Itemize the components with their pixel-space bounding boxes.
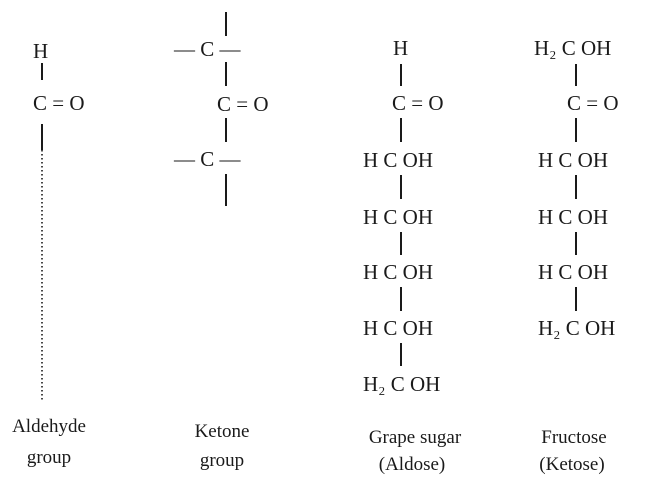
fructose-top: H₂ C OH bbox=[534, 36, 611, 60]
ketone-caption-line2: group bbox=[200, 450, 244, 471]
fructose-row-2: H C OH bbox=[538, 205, 608, 229]
grape-sugar-row-1: H C OH bbox=[363, 148, 433, 172]
grape-sugar-bottom: H₂ C OH bbox=[363, 372, 440, 396]
fructose-caption-line2: (Ketose) bbox=[539, 454, 604, 475]
fructose-structure: H₂ C OH C = O H C OH H C OH H C OH H₂ C … bbox=[534, 36, 619, 475]
aldehyde-caption-line2: group bbox=[27, 447, 71, 468]
ketone-carbonyl: C = O bbox=[217, 92, 269, 116]
aldehyde-carbonyl: C = O bbox=[33, 91, 85, 115]
grape-sugar-carbonyl: C = O bbox=[392, 91, 444, 115]
grape-sugar-row-4: H C OH bbox=[363, 316, 433, 340]
fructose-caption-line1: Fructose bbox=[541, 427, 606, 448]
aldehyde-group-structure: H C = O Aldehyde group bbox=[12, 39, 86, 468]
aldehyde-caption-line1: Aldehyde bbox=[12, 416, 86, 437]
grape-sugar-caption-line2: (Aldose) bbox=[379, 454, 445, 475]
grape-sugar-row-2: H C OH bbox=[363, 205, 433, 229]
fructose-carbonyl: C = O bbox=[567, 91, 619, 115]
fructose-row-3: H C OH bbox=[538, 260, 608, 284]
ketone-caption-line1: Ketone bbox=[195, 421, 250, 442]
fructose-bottom: H₂ C OH bbox=[538, 316, 615, 340]
ketone-group-structure: — C — C = O — C — Ketone group bbox=[173, 12, 269, 471]
aldehyde-hydrogen: H bbox=[33, 39, 48, 63]
fructose-row-1: H C OH bbox=[538, 148, 608, 172]
grape-sugar-caption-line1: Grape sugar bbox=[369, 427, 462, 448]
ketone-row3: — C — bbox=[173, 147, 242, 171]
grape-sugar-structure: H C = O H C OH H C OH H C OH H C OH H₂ C… bbox=[363, 36, 462, 475]
grape-sugar-hydrogen: H bbox=[393, 36, 408, 60]
ketone-row1: — C — bbox=[173, 37, 242, 61]
grape-sugar-row-3: H C OH bbox=[363, 260, 433, 284]
